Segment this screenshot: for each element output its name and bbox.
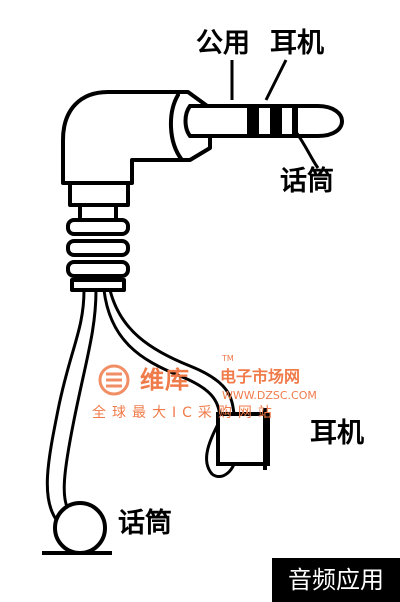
- earphone-cable: [205, 419, 238, 478]
- label-mic-top: 话筒: [280, 166, 334, 197]
- strain-relief-rib: [66, 239, 130, 257]
- strain-relief-rib: [70, 278, 126, 292]
- strain-relief-rib: [66, 218, 130, 236]
- label-common: 公用: [196, 28, 250, 59]
- connector-collar: [68, 181, 130, 207]
- plug-ring: [247, 105, 259, 137]
- watermark-trademark: TM: [222, 354, 234, 363]
- watermark-url: WWW.DZSC.COM: [222, 389, 317, 402]
- label-earphone-side: 耳机: [310, 418, 364, 449]
- plug-shaft: [183, 104, 345, 138]
- earphone-capsule: [216, 408, 270, 470]
- housing-seam: [168, 93, 184, 162]
- mic-cable: [45, 289, 86, 523]
- mic-cable: [62, 289, 98, 513]
- watermark-brand: 电子市场网: [220, 367, 301, 386]
- earphone-cable: [102, 289, 222, 421]
- label-mic-bottom: 话筒: [118, 508, 172, 539]
- strain-relief-rib: [66, 260, 130, 278]
- watermark-subtitle: 全球最大IC采购网站: [92, 405, 278, 421]
- plug-ring: [292, 108, 298, 134]
- leader-line-mic: [294, 131, 320, 169]
- watermark-logo: [98, 364, 130, 396]
- plug-housing: [61, 90, 212, 185]
- label-earphone-top: 耳机: [270, 28, 324, 59]
- earphone-cable: [108, 289, 236, 415]
- category-badge: 音频应用: [272, 558, 400, 602]
- leader-line-earphone: [264, 59, 288, 101]
- watermark-title: 维库: [140, 366, 190, 394]
- plug-ring: [270, 105, 282, 137]
- microphone-capsule: [42, 501, 112, 555]
